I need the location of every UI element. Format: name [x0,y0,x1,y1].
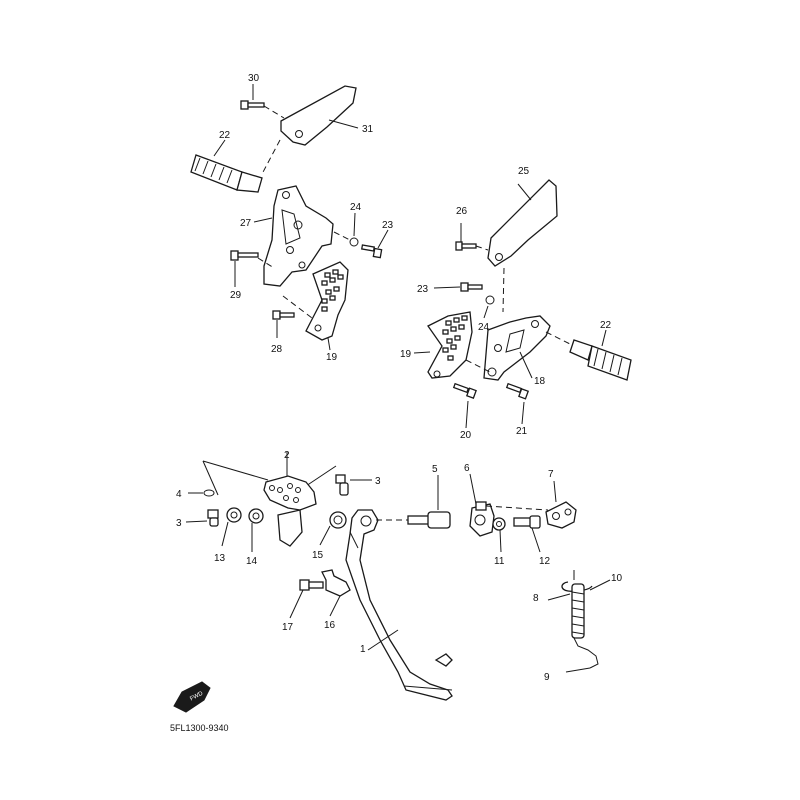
bolt-23-left [360,244,383,259]
callout-25: 25 [518,166,530,177]
bolt-12 [513,515,541,529]
callout-20: 20 [460,430,472,441]
bolt-30 [240,100,265,110]
heel-guard-left [280,85,357,146]
bolt-28 [272,310,295,320]
left-footrest-assembly [190,84,389,351]
callout-7: 7 [548,469,554,480]
callout-11: 11 [494,556,505,567]
callout-19-right: 19 [400,349,412,360]
bolt-20 [452,382,477,399]
footrest-bracket-right [483,315,551,381]
plate-slots-right [442,315,468,361]
callout-8: 8 [533,593,539,604]
sidestand-bracket [263,475,317,511]
diagram-code: 5FL1300-9340 [170,723,229,733]
callout-21: 21 [516,426,528,437]
callout-18: 18 [534,376,546,387]
sidestand-assembly [185,452,611,701]
forward-direction-badge: FWD [173,681,211,713]
footpeg-right [569,339,632,381]
callout-17: 17 [282,622,294,633]
callout-13: 13 [214,553,226,564]
callout-22-left: 22 [219,130,231,141]
bolt-23-right [460,282,483,292]
callout-28: 28 [271,344,283,355]
callout-6: 6 [464,463,470,474]
bolt-17 [299,579,324,591]
callout-30: 30 [248,73,260,84]
callout-9: 9 [544,672,550,683]
callout-12: 12 [539,556,551,567]
callout-29: 29 [230,290,242,301]
stand-bracket-16 [321,569,351,597]
footrest-bracket-left [263,185,334,287]
bolt-21 [505,382,530,400]
bolt-3-left [207,509,219,527]
callout-19-left: 19 [326,352,338,363]
callout-3-left: 3 [176,518,182,529]
sidestand-spring [561,570,599,669]
callout-4: 4 [176,489,182,500]
bolt-26 [455,241,477,251]
callouts: 30 31 22 27 24 23 29 28 19 25 26 23 24 2… [176,73,623,683]
sidestand [345,509,453,701]
callout-24-right: 24 [478,322,490,333]
heel-guard-right [487,179,558,267]
bolt-3-top [335,474,349,496]
callout-1: 1 [360,644,366,655]
callout-31: 31 [362,124,374,135]
callout-2: 2 [284,450,290,461]
plate-slots-left [321,269,344,312]
callout-3-top: 3 [375,476,381,487]
callout-26: 26 [456,206,468,217]
plate-7 [545,501,577,529]
right-footrest-assembly [413,179,632,429]
callout-16: 16 [324,620,336,631]
callout-23-left: 23 [382,220,394,231]
callout-27: 27 [240,218,252,229]
callout-24-left: 24 [350,202,362,213]
footpeg-left [190,154,263,193]
callout-22-right: 22 [600,320,612,331]
callout-14: 14 [246,556,258,567]
bolt-29 [230,250,259,261]
callout-5: 5 [432,464,438,475]
callout-15: 15 [312,550,324,561]
callout-10: 10 [611,573,623,584]
pivot-bolt-5 [407,511,451,529]
callout-23-right: 23 [417,284,429,295]
